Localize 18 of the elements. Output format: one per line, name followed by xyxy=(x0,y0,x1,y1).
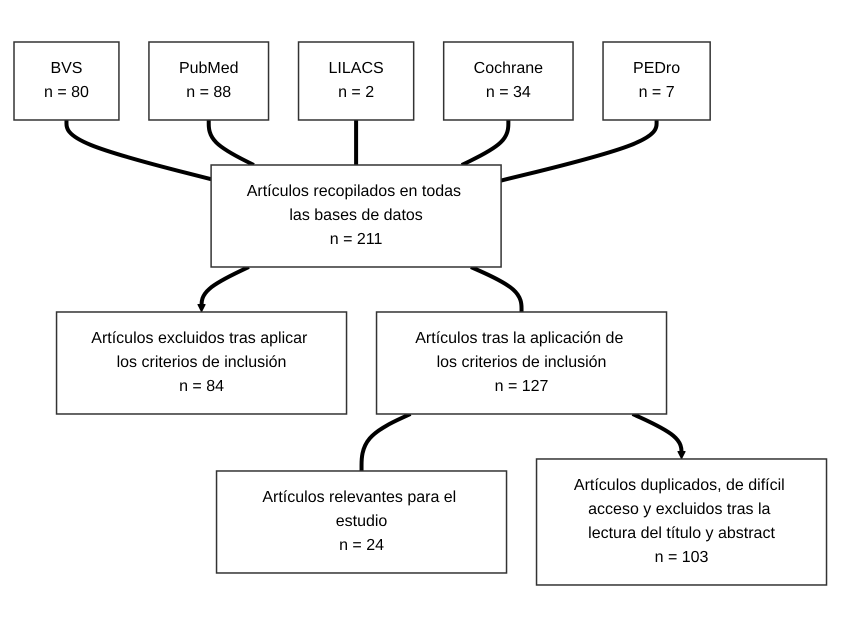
connector xyxy=(360,412,412,470)
node-box: Artículos recopilados en todas las bases de datos n = 211 xyxy=(210,164,502,268)
connector xyxy=(64,120,212,181)
node-box: Artículos relevantes para el estudio n = 24 xyxy=(216,470,508,574)
node-box: Artículos tras la aplicación de los criterios de inclusión n = 127 xyxy=(376,310,668,414)
connector xyxy=(470,264,524,312)
connector xyxy=(461,120,511,166)
node-box: PubMed n = 88 xyxy=(148,40,270,120)
connector xyxy=(206,120,255,166)
node-box: Artículos duplicados, de difícil acceso y excluidos tras la lectura del título y abstract n = 103 xyxy=(536,458,828,586)
node-box: LILACS n = 2 xyxy=(298,40,415,120)
connector xyxy=(354,120,358,164)
node-box: PEDro n = 7 xyxy=(602,40,712,120)
arrow xyxy=(632,412,686,459)
node-box: Artículos excluidos tras aplicar los criterios de inclusión n = 84 xyxy=(56,310,348,414)
arrow xyxy=(197,264,250,312)
node-box: BVS n = 80 xyxy=(14,40,120,120)
node-box: Cochrane n = 34 xyxy=(443,40,574,120)
